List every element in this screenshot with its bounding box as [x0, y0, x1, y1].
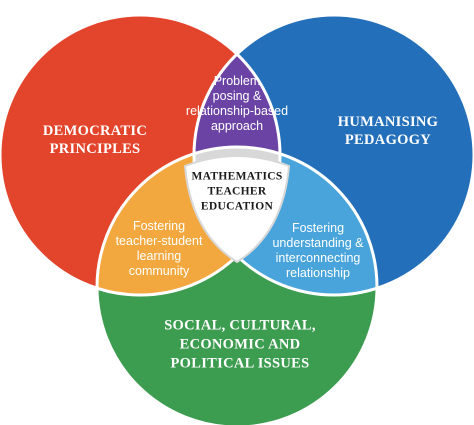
humanising-pedagogy-label: HUMANISING PEDAGOGY: [337, 114, 439, 148]
social-issues-label: SOCIAL, CULTURAL, ECONOMIC AND POLITICAL…: [164, 317, 316, 372]
top-overlap-label: Problem posing & relationship-based appr…: [185, 74, 289, 133]
center-shield: [183, 155, 291, 264]
right-overlap-label: Fostering understanding & interconnectin…: [272, 221, 364, 280]
circle-outlines: [0, 13, 474, 425]
center-label: MATHEMATICS TEACHER EDUCATION: [191, 170, 283, 213]
democratic-principles-label: DEMOCRATIC PRINCIPLES: [42, 123, 148, 157]
left-overlap-label: Fostering teacher-student learning commu…: [115, 219, 203, 278]
